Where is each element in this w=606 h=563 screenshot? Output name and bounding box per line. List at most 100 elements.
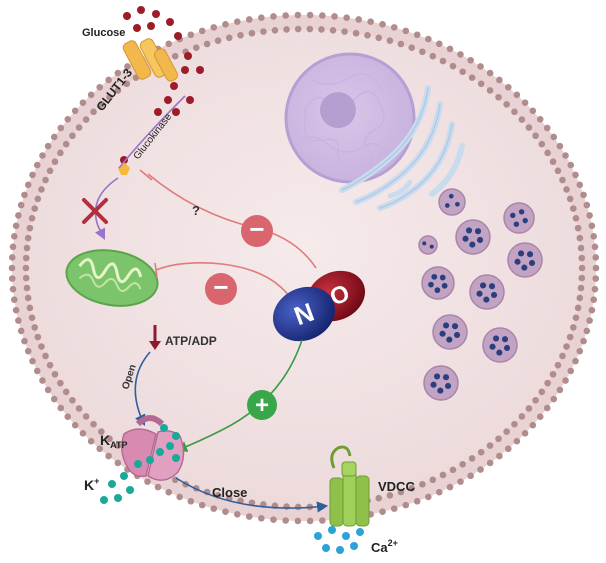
membrane-bead [62, 140, 70, 148]
membrane-bead [15, 317, 22, 324]
membrane-bead [50, 395, 58, 403]
membrane-bead [449, 466, 457, 474]
membrane-bead [576, 347, 584, 355]
membrane-bead [42, 176, 49, 184]
glucose-label: Glucose [82, 27, 125, 39]
membrane-bead [96, 445, 103, 453]
membrane-bead [90, 420, 97, 428]
insulin-granule [510, 212, 516, 219]
ca-ion-label: Ca2+ [371, 538, 398, 555]
calcium-dot [328, 526, 336, 534]
insulin-granule [514, 258, 521, 265]
membrane-bead [33, 367, 41, 375]
potassium-dot [134, 460, 142, 468]
membrane-bead [319, 517, 326, 524]
membrane-bead [21, 337, 28, 345]
membrane-bead [15, 212, 22, 219]
membrane-bead [503, 101, 510, 108]
membrane-bead [390, 505, 398, 512]
membrane-bead [331, 13, 338, 20]
glucokinase-arrow [118, 95, 186, 169]
membrane-bead [543, 124, 551, 132]
potassium-dot [156, 448, 164, 456]
insulin-granule [431, 273, 438, 280]
er-outline [341, 87, 453, 209]
open-arrow [134, 351, 151, 427]
membrane-bead [413, 497, 421, 505]
membrane-bead [559, 176, 566, 184]
membrane-bead [574, 224, 582, 232]
membrane-bead [413, 31, 421, 39]
membrane-bead [457, 51, 464, 58]
membrane-bead [114, 442, 122, 449]
membrane-bead [577, 284, 585, 292]
calcium-ions [314, 526, 364, 554]
membrane-bead [114, 459, 122, 467]
membrane-bead [17, 327, 25, 335]
membrane-bead [486, 459, 494, 467]
k-ion-label: K+ [84, 476, 99, 493]
membrane-bead [556, 386, 564, 394]
membrane-bead [592, 264, 600, 272]
membrane-bead [165, 488, 173, 496]
membrane-bead [496, 76, 503, 84]
calcium-dot [350, 542, 358, 550]
membrane-bead [566, 333, 574, 341]
membrane-bead [187, 31, 195, 39]
vesicle [482, 327, 518, 363]
membrane-bead [96, 83, 103, 91]
membrane-bead [294, 25, 302, 33]
membrane-bead [234, 511, 241, 518]
nitric-oxide-molecule: N O [272, 270, 366, 342]
glut-transporter [122, 38, 179, 82]
insulin-granule [465, 227, 473, 234]
insulin-granule [469, 241, 476, 248]
membrane-bead [588, 222, 596, 230]
glucose-dot [174, 32, 182, 40]
vesicle [423, 365, 459, 401]
membrane-bead [154, 483, 162, 491]
cell-membrane [8, 11, 600, 525]
membrane-bead [210, 24, 218, 31]
glucose-dot [181, 66, 189, 74]
membrane-bead [75, 124, 83, 131]
membrane-bead [419, 48, 426, 56]
membrane-bead [468, 455, 476, 462]
membrane-bead [114, 69, 122, 77]
membrane-bead [580, 191, 587, 199]
membrane-bead [23, 244, 31, 252]
membrane-bead [386, 37, 394, 44]
membrane-bead [82, 413, 90, 420]
membrane-bead [270, 13, 277, 20]
insulin-granule [501, 336, 509, 343]
membrane-bead [11, 296, 18, 304]
membrane-bead [8, 254, 16, 261]
vdcc-label: VDCC [378, 479, 415, 494]
membrane-bead [408, 485, 416, 492]
membrane-bead [563, 343, 570, 350]
membrane-bead [591, 243, 599, 251]
membrane-bead [306, 25, 314, 33]
membrane-bead [477, 80, 485, 88]
potassium-dot [108, 480, 116, 488]
membrane-bead [425, 35, 432, 43]
k-ion-main: K [84, 477, 94, 493]
membrane-bead [57, 149, 64, 157]
insulin-granule [441, 282, 448, 289]
membrane-bead [576, 294, 584, 302]
minus-badge-mitochondria: − [205, 272, 237, 305]
membrane-bead [574, 304, 582, 312]
membrane-bead [529, 421, 537, 429]
membrane-bead [306, 11, 314, 19]
insulin-granule [442, 322, 450, 329]
membrane-bead [513, 437, 521, 445]
insulin-vesicles [418, 188, 543, 401]
membrane-bead [225, 34, 233, 42]
membrane-bead [586, 212, 593, 219]
insulin-granule [428, 281, 434, 288]
membrane-bead [386, 492, 394, 499]
membrane-bead [17, 201, 25, 209]
membrane-bead [11, 232, 18, 240]
membrane-bead [12, 306, 20, 314]
potassium-dot [126, 486, 134, 494]
